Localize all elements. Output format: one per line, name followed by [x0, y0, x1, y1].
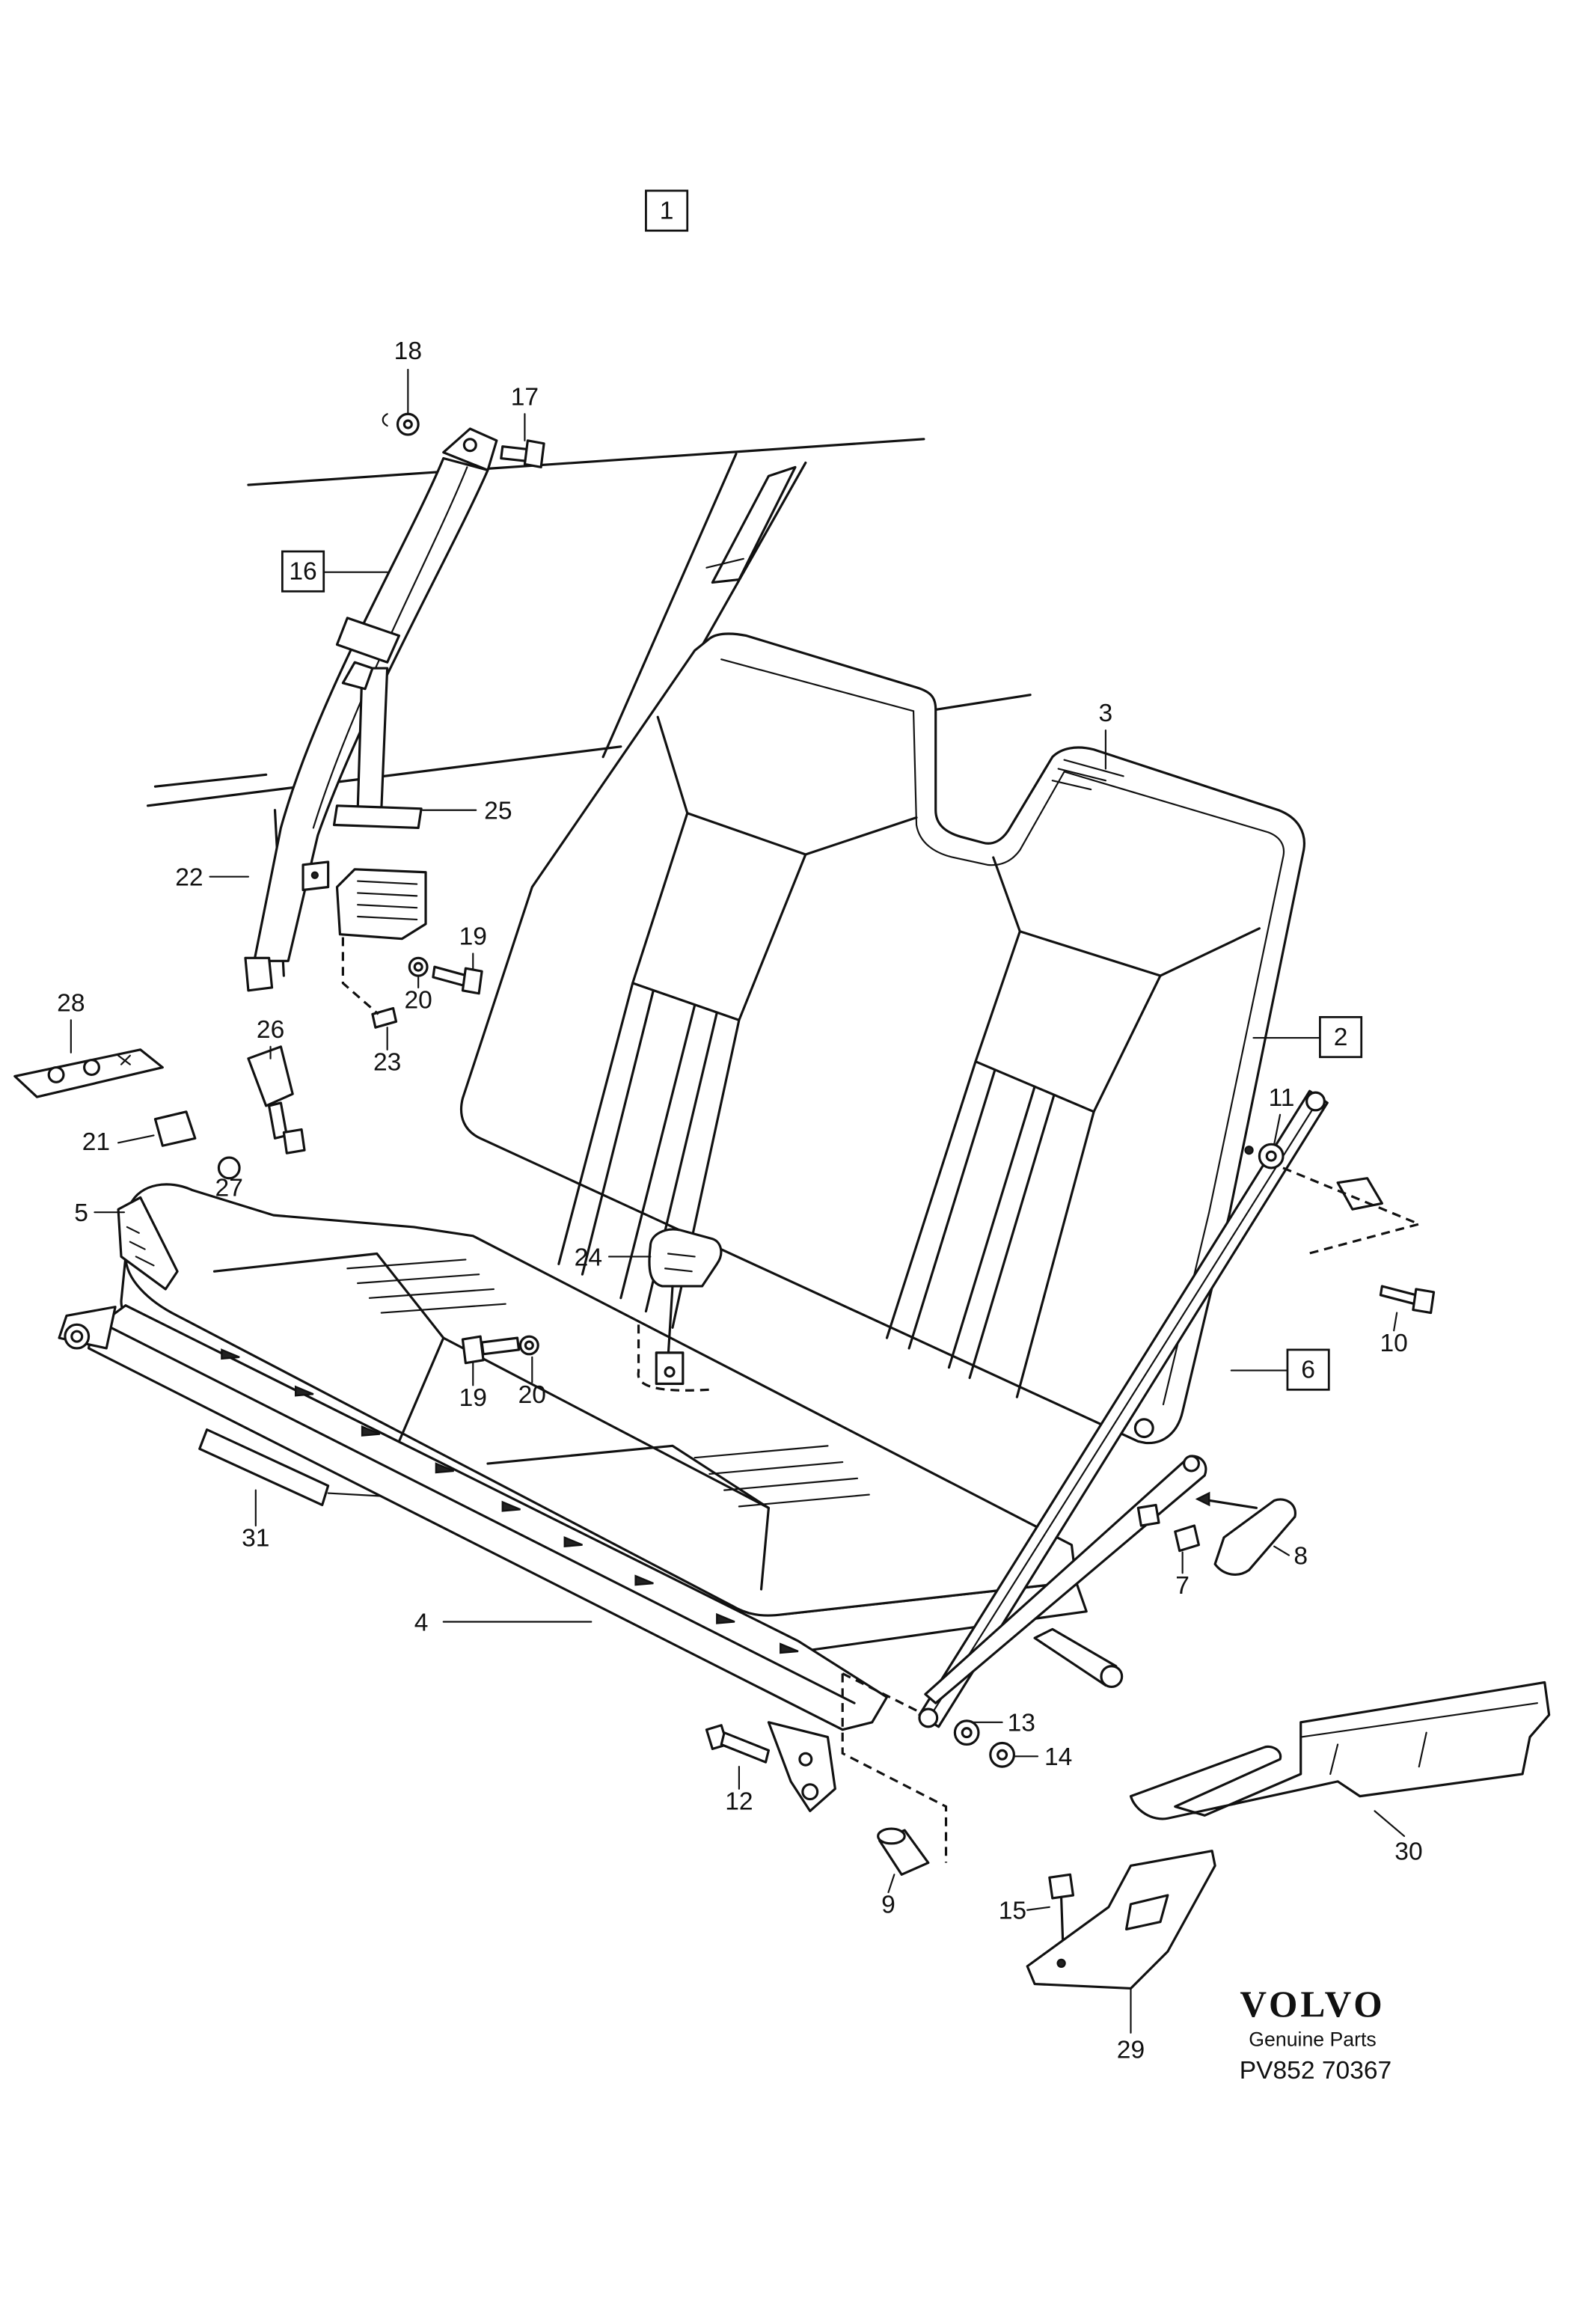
callout-14: 14: [1044, 1743, 1072, 1771]
leader-lines: [70, 368, 1406, 2034]
callout-2: 2: [1334, 1024, 1348, 1051]
trim-parts: [13, 1048, 382, 1506]
callout-3: 3: [1099, 700, 1113, 727]
callout-box-2: [1319, 1015, 1363, 1059]
callout-7: 7: [1175, 1572, 1190, 1600]
callout-box-6: [1286, 1348, 1330, 1391]
callout-box-1: [645, 189, 689, 232]
callout-15: 15: [999, 1898, 1026, 1925]
seat-frame: [58, 1304, 1124, 1812]
callout-24: 24: [575, 1244, 602, 1271]
callout-13: 13: [1008, 1710, 1035, 1737]
callout-21: 21: [82, 1128, 110, 1156]
callout-19-retractor: 19: [459, 923, 487, 951]
callout-26: 26: [257, 1016, 284, 1044]
callout-25: 25: [484, 798, 512, 825]
callout-23: 23: [373, 1048, 401, 1076]
callout-31: 31: [242, 1525, 269, 1553]
seat-backrest: [459, 632, 1305, 1444]
brand-tagline: Genuine Parts: [1249, 2028, 1376, 2051]
callout-17: 17: [511, 383, 539, 411]
diagram-part-number: PV852 70367: [1240, 2057, 1392, 2085]
brand-block: VOLVO Genuine Parts PV852 70367: [1240, 1984, 1392, 2085]
callout-28: 28: [57, 989, 85, 1017]
callout-18: 18: [394, 337, 422, 365]
callout-20-center: 20: [518, 1381, 546, 1409]
body-outline: [147, 438, 1032, 977]
callout-29: 29: [1117, 2036, 1145, 2064]
callout-11: 11: [1269, 1084, 1295, 1112]
callout-box-16: [281, 550, 325, 593]
callout-10: 10: [1380, 1330, 1408, 1357]
callout-8: 8: [1293, 1542, 1308, 1570]
callout-6: 6: [1301, 1356, 1315, 1383]
volvo-logo: VOLVO: [1240, 1984, 1385, 2025]
side-bracket: [918, 1089, 1329, 1728]
lower-brackets: [1026, 1681, 1551, 1990]
callout-9: 9: [881, 1892, 895, 1919]
callout-22: 22: [175, 864, 203, 892]
callout-16: 16: [289, 558, 316, 586]
callout-19-center: 19: [459, 1384, 487, 1412]
callout-1: 1: [660, 197, 674, 224]
callout-27: 27: [215, 1174, 243, 1202]
fasteners: [371, 412, 1436, 1966]
callout-30: 30: [1394, 1838, 1422, 1866]
callout-labels: 1 18 17 16 3 25 22 19 20 2 23 28 26 11 2…: [57, 197, 1422, 2064]
callout-5: 5: [74, 1199, 88, 1227]
callout-20-retractor: 20: [404, 987, 432, 1015]
callout-4: 4: [414, 1609, 429, 1636]
callout-12: 12: [725, 1788, 753, 1815]
seat-belt-assembly: [244, 427, 723, 1392]
